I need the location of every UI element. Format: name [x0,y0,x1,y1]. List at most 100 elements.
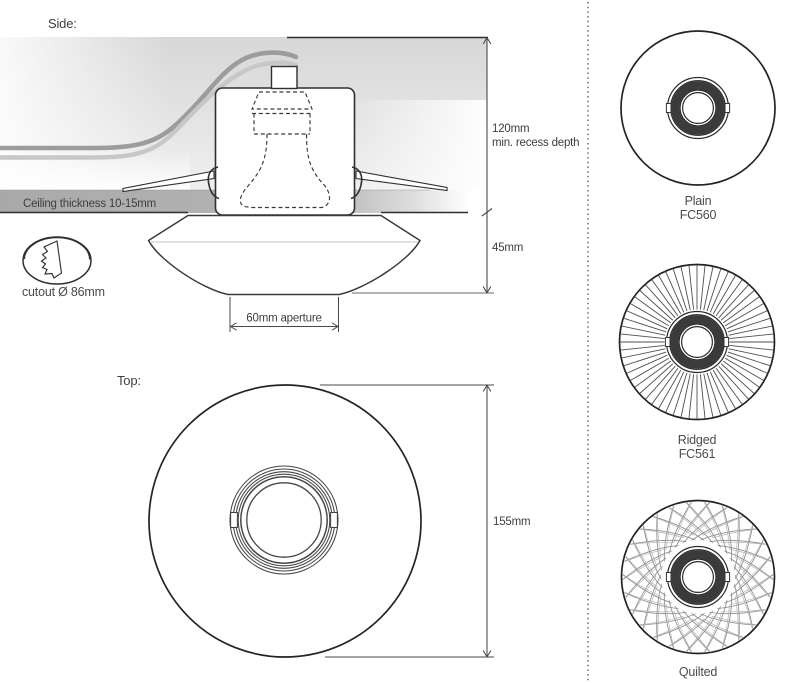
ridge-spoke [720,363,755,394]
ridge-spoke [706,372,722,416]
ridge-spoke [703,373,714,418]
hub-ring [671,550,725,604]
clip-arm [122,170,215,193]
quilt-arc [632,576,657,615]
ridge-spoke [672,268,688,312]
ridge-spoke [620,333,665,340]
dimension-recess-depth [352,36,494,294]
quilt-arc [735,573,774,597]
ridge-spoke [665,371,685,413]
hub-ring [229,465,339,575]
variant-plain: Plain FC560 [620,30,776,222]
hub-tab [723,337,730,347]
variant-code: FC561 [679,447,716,461]
quilt-arc [673,501,693,543]
quilt-arc [703,501,723,543]
variant-ridged: Ridged FC561 [618,263,776,461]
hub-tab [665,572,672,582]
quilt-arc [625,555,658,588]
quilt-arc [622,557,661,581]
hub-ring [679,558,717,596]
hub-tab [330,511,338,529]
ridge-spoke [715,279,743,316]
quilt-arc [734,596,739,641]
below-ceiling-height: 45mm [492,242,523,254]
quilt-arc [739,539,764,578]
top-view-label: Top: [117,373,141,388]
quilt-arc [625,566,658,599]
dimension-aperture [229,297,339,332]
quilt-arc [632,539,657,578]
clip-hook [207,166,220,200]
ceiling-thickness-label: Ceiling thickness 10-15mm [23,198,156,210]
dimension-diameter [320,384,494,658]
quilt-arc [623,548,667,563]
hub-tab [230,511,238,529]
ridge-spoke [665,271,685,313]
quilt-arc [673,611,693,653]
hub-ring [671,81,725,135]
side-view-drawing: 120mm min. recess depth 45mm 60mm apertu… [0,16,580,332]
quilt-arc [729,548,773,563]
glass-diffuser [147,214,421,296]
ridge-spoke [630,303,670,327]
variant-code: FC560 [680,208,717,222]
dim-arrow-down [482,650,492,658]
hub-ring [680,326,713,359]
quilt-arc [629,541,675,546]
ridge-spoke [626,310,668,330]
hub-tab [724,572,731,582]
cutout-rim [23,237,91,260]
ridge-spoke [715,368,743,405]
dim-arrow-left [229,322,237,331]
cable-inner-line [0,60,299,160]
quilt-arc [734,513,739,558]
quilt-arc [702,618,744,638]
mains-cable [0,50,299,160]
connector-block [270,65,298,90]
quilt-arc [738,555,771,588]
quilt-arc [729,591,773,606]
recess-depth-caption: min. recess depth [492,137,579,149]
ridge-spoke [728,348,773,359]
quilt-arc [703,611,723,653]
ridge-spoke [709,371,729,413]
lamp-neck [251,91,313,110]
quilt-arc [629,609,675,613]
ridge-spoke [712,369,736,409]
ridge-spoke [709,271,729,313]
top-hub [229,465,339,575]
ridge-spoke [634,296,671,324]
quilt-arc [712,528,757,539]
hub-ring [678,323,716,361]
quilt-arc [682,502,711,538]
variant-name: Quilted [679,665,717,679]
quilt-arc [738,586,753,630]
recess-depth-value: 120mm [492,123,529,135]
ridge-spoke [680,266,691,311]
quilt-arc [738,524,753,568]
hub-tab [664,337,671,347]
top-view-drawing: Top: 155mm [117,373,531,658]
cable-outer-line [0,50,299,151]
quilt-arc [657,513,662,558]
ridge-spoke [718,365,749,400]
ridge-spoke [718,284,749,319]
quilt-arc [639,615,684,626]
quilt-arc [685,502,714,538]
ridge-spoke [651,279,679,316]
dim-arrow-up [482,36,492,45]
ridge-spoke [712,275,736,315]
ridge-spoke [723,360,760,388]
quilt-arc [666,604,675,649]
spring-clip-left [122,166,220,200]
ridge-spoke [703,266,714,311]
ridge-spoke [723,296,760,324]
dim-tick-mid [481,208,493,217]
ridge-spoke [688,265,695,310]
side-view-label: Side: [48,16,77,31]
ridge-spoke [688,374,695,419]
quilt-arc [682,616,711,652]
ridge-spoke [680,373,691,418]
